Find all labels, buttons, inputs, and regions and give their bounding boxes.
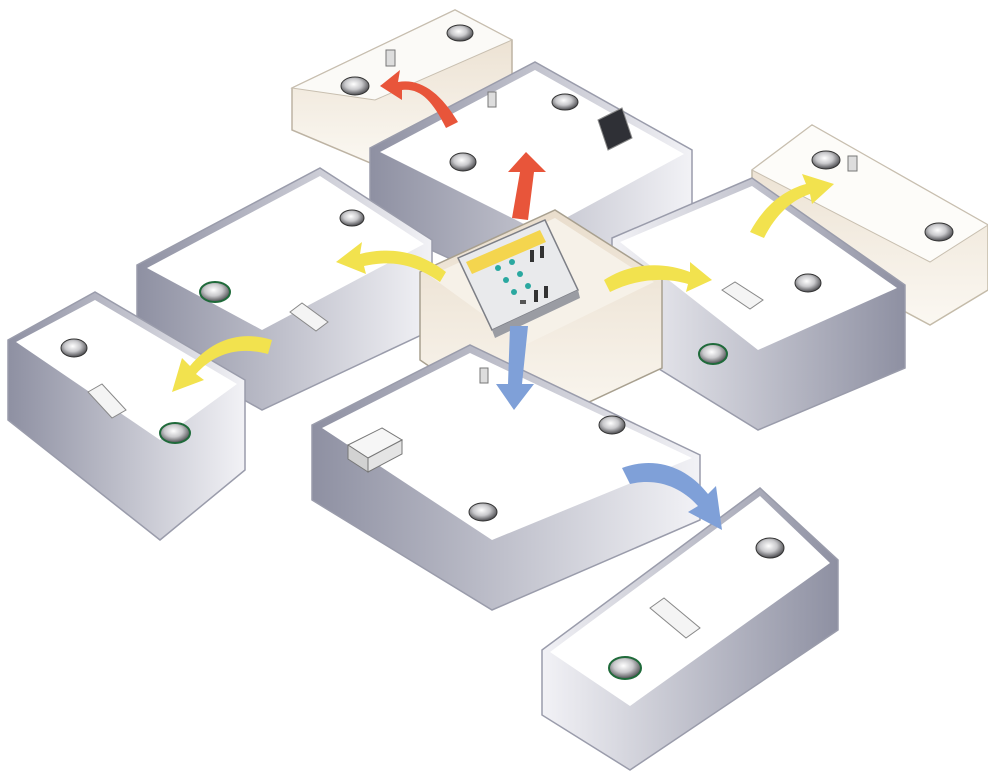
speaker-icon bbox=[925, 223, 953, 241]
speaker-icon bbox=[200, 282, 230, 302]
wall-keypad-icon bbox=[386, 50, 395, 66]
speaker-icon bbox=[61, 339, 87, 357]
speaker-icon bbox=[609, 657, 641, 679]
wall-keypad-icon bbox=[480, 368, 488, 383]
speaker-icon bbox=[340, 210, 364, 226]
speaker-icon bbox=[756, 538, 784, 558]
wall-keypad-icon bbox=[488, 92, 496, 107]
speaker-icon bbox=[699, 344, 727, 364]
speaker-icon bbox=[160, 423, 190, 443]
wall-keypad-icon bbox=[848, 156, 857, 171]
speaker-icon bbox=[447, 25, 473, 41]
speaker-icon bbox=[341, 77, 369, 95]
speaker-icon bbox=[599, 416, 625, 434]
speaker-icon bbox=[469, 503, 497, 521]
speaker-icon bbox=[795, 274, 821, 292]
speaker-icon bbox=[812, 151, 840, 169]
speaker-icon bbox=[450, 153, 476, 171]
speaker-icon bbox=[552, 94, 578, 110]
